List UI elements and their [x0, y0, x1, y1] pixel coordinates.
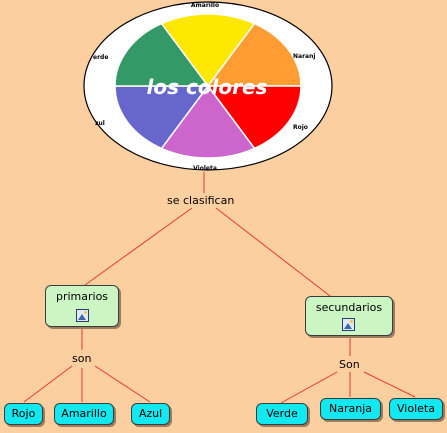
wheel-label-left: zul	[95, 120, 105, 127]
wheel-segment-rojo	[206, 85, 302, 150]
wheel-label-top-left: erde	[93, 54, 108, 61]
line-son-to-violeta	[363, 371, 416, 398]
line-son-to-rojo	[23, 365, 73, 403]
concept-violeta[interactable]: Violeta	[389, 398, 443, 420]
wheel-title: los colores	[147, 75, 268, 99]
concept-secundarios[interactable]: secundarios	[305, 296, 393, 336]
line-son-to-azul	[94, 365, 151, 403]
wheel-segment-naranja	[206, 22, 302, 87]
link-label-son-secundarios: Son	[339, 358, 360, 371]
concept-amarillo[interactable]: Amarillo	[54, 403, 114, 425]
wheel-label-bottom: Violeta	[193, 165, 217, 172]
concept-rojo[interactable]: Rojo	[4, 403, 43, 425]
line-son-to-verde	[280, 371, 338, 404]
wheel-segment-amarillo	[160, 13, 256, 88]
image-icon[interactable]	[76, 309, 89, 322]
wheel-segment-violeta	[160, 84, 256, 159]
image-icon[interactable]	[342, 318, 355, 331]
concept-secundarios-label: secundarios	[315, 301, 383, 314]
concept-verde[interactable]: Verde	[256, 403, 308, 425]
wheel-segment-verde	[114, 22, 210, 87]
wheel-segments	[114, 13, 302, 159]
wheel-label-top: Amarillo	[191, 2, 219, 9]
concept-azul[interactable]: Azul	[131, 403, 170, 425]
concept-primarios-label: primarios	[55, 290, 109, 303]
link-label-se-clasifican: se clasifican	[167, 194, 235, 207]
concept-primarios[interactable]: primarios	[45, 285, 119, 327]
line-link-to-secundarios	[215, 207, 331, 297]
line-link-to-primarios	[84, 207, 193, 286]
wheel-label-top-right: Naranj	[293, 53, 315, 60]
color-wheel: los colores Amarillo Naranj Rojo Violeta…	[83, 1, 333, 172]
link-label-son-primarios: son	[72, 352, 92, 365]
wheel-label-right: Rojo	[293, 124, 308, 131]
connector-lines	[23, 172, 416, 404]
wheel-segment-azul	[114, 85, 210, 150]
concept-naranja[interactable]: Naranja	[320, 398, 381, 420]
